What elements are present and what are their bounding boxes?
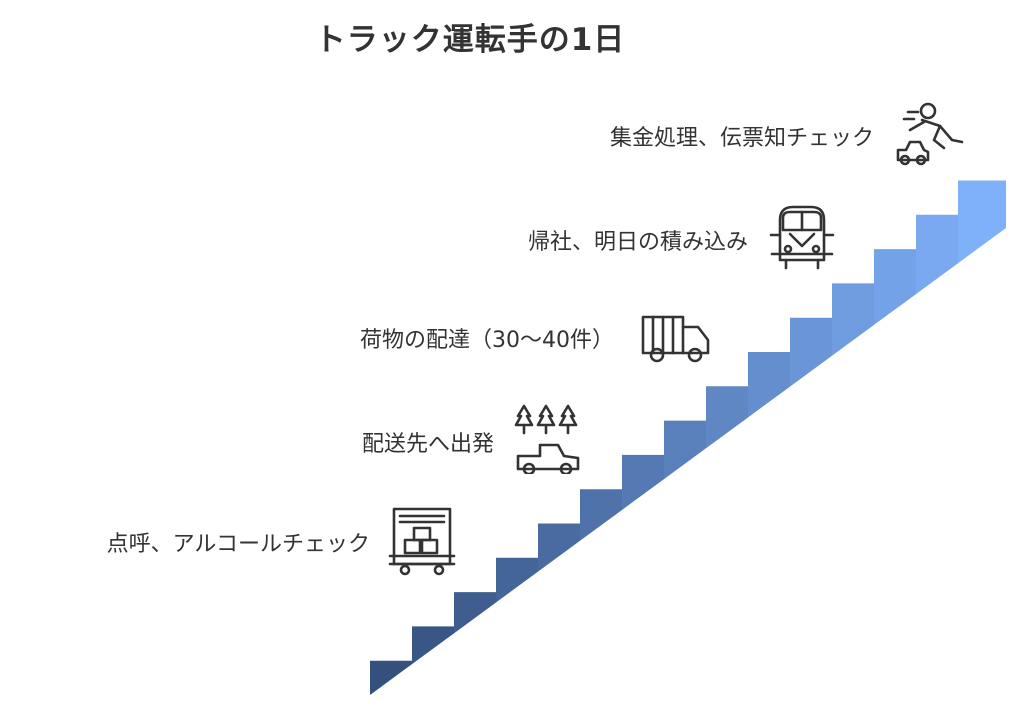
stair-step [580,489,622,541]
stair-step [622,454,664,510]
stair-step [664,420,706,480]
stair-step [832,283,874,356]
delivery-truck-boxes-icon [388,506,458,578]
stair-step [874,249,916,325]
stair-step [412,626,454,665]
step-label-depart: 配送先へ出発 [361,432,494,457]
stair-step [748,352,790,418]
stair-step [958,180,1006,264]
pickup-truck-trees-icon [512,402,584,474]
step-label-collection: 集金処理、伝票知チェック [609,126,874,151]
cargo-truck-icon [640,312,712,364]
stair-step [496,557,538,603]
stair-step [706,386,748,449]
page-title: トラック運転手の1日 [314,22,626,58]
person-pushing-toy-car-icon [890,100,966,166]
step-label-return: 帰社、明日の積み込み [527,230,748,255]
stair-step [790,317,832,387]
stair-step [538,523,580,572]
stair-step [916,214,958,295]
van-icon [768,204,836,272]
step-label-delivery: 荷物の配達（30〜40件） [360,328,614,353]
stair-step [454,592,496,634]
step-label-roll-call: 点呼、アルコールチェック [106,532,370,557]
stair-step [370,660,412,695]
